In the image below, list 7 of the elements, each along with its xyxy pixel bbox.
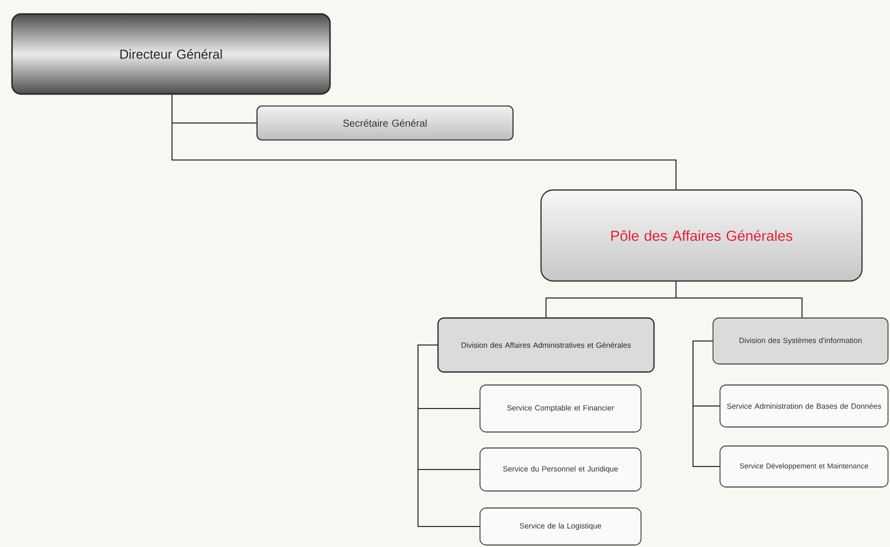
connector-line <box>172 94 676 190</box>
department-box: Pôle des Affaires Générales <box>540 189 863 282</box>
connector-line <box>418 344 480 527</box>
connector-line <box>676 281 802 318</box>
connector-line <box>692 340 720 467</box>
secretary-box: Secrétaire Général <box>256 105 514 141</box>
director-box: Directeur Général <box>11 13 331 95</box>
